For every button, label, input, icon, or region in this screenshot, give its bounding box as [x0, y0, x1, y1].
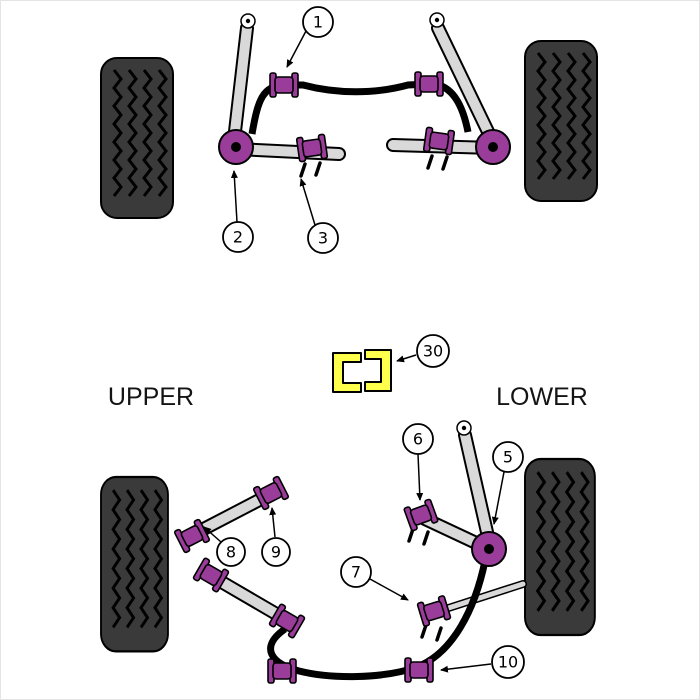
callout-2-number: 2	[233, 228, 243, 247]
callout-7	[340, 556, 372, 588]
bolt	[422, 530, 430, 546]
middle-section: 30 UPPER LOWER	[108, 334, 588, 411]
tire-front-left	[100, 57, 174, 219]
upper-section-label: UPPER	[108, 383, 194, 411]
strut-rear-right	[458, 428, 496, 548]
bolt	[435, 626, 443, 642]
callout-6-number: 6	[413, 430, 423, 449]
callout-5	[492, 441, 524, 473]
tire-front-right	[524, 40, 598, 202]
callout-30-number: 30	[423, 342, 443, 361]
tire-rear-left	[100, 475, 169, 653]
callout-30-leader	[396, 354, 417, 363]
strut-pivot-front-right	[429, 12, 445, 28]
rear-anti-roll-bar	[267, 560, 489, 681]
callout-9-leader	[269, 507, 277, 538]
callout-1-leader	[286, 30, 307, 68]
gearbox-mount-bracket-right	[364, 349, 392, 392]
rear-antiroll-bar-bushing-right	[404, 657, 434, 683]
rear-callouts: 6 5 7 8 9 10	[203, 423, 525, 679]
callout-2-leader	[230, 170, 238, 223]
callout-8-number: 8	[226, 543, 236, 562]
rear-antiroll-bar-bushing-left	[267, 658, 297, 684]
callout-8-leader	[203, 526, 222, 543]
strut-front-left	[227, 21, 254, 147]
callout-1	[302, 6, 334, 38]
rear-lower-link	[206, 570, 292, 626]
front-hub-bushing-left	[218, 129, 254, 165]
callout-3	[307, 222, 339, 254]
callout-8	[216, 537, 246, 567]
front-suspension	[100, 12, 598, 219]
lower-section-label: LOWER	[496, 383, 588, 411]
callout-10-leader	[440, 663, 492, 673]
callout-3-number: 3	[318, 229, 328, 248]
bolt	[441, 155, 449, 171]
strut-pivot-front-left	[240, 13, 256, 29]
callout-6-leader	[416, 453, 424, 501]
gearbox-mount-bracket-left	[332, 352, 362, 393]
front-antiroll-bar-bushing-left	[269, 72, 299, 98]
strut-front-right	[431, 21, 499, 147]
front-antiroll-bar-bushing-right	[414, 71, 444, 97]
bolt	[420, 623, 428, 639]
callout-5-leader	[491, 471, 505, 525]
strut-pivot-rear-right	[456, 420, 472, 436]
callout-10-number: 10	[498, 653, 518, 672]
rear-hub-bushing	[471, 531, 507, 567]
callout-3-leader	[299, 178, 316, 226]
bolt	[299, 162, 307, 178]
bolt	[314, 161, 322, 177]
callout-1-number: 1	[313, 13, 323, 32]
callout-7-number: 7	[351, 563, 361, 582]
rear-suspension	[100, 420, 596, 684]
callout-7-leader	[369, 578, 409, 601]
front-callouts: 1 2 3	[222, 6, 339, 254]
callout-5-number: 5	[503, 448, 513, 467]
callout-2	[222, 221, 254, 253]
rear-tie-rod-bushing	[416, 594, 452, 628]
callout-9	[261, 537, 291, 567]
tire-rear-right	[524, 457, 596, 637]
callout-9-number: 9	[271, 543, 281, 562]
front-hub-bushing-right	[475, 129, 511, 165]
callout-10	[491, 645, 525, 679]
front-anti-roll-bar	[248, 80, 472, 135]
bolt	[426, 154, 434, 170]
callout-30	[416, 334, 450, 368]
callout-6	[402, 423, 434, 455]
